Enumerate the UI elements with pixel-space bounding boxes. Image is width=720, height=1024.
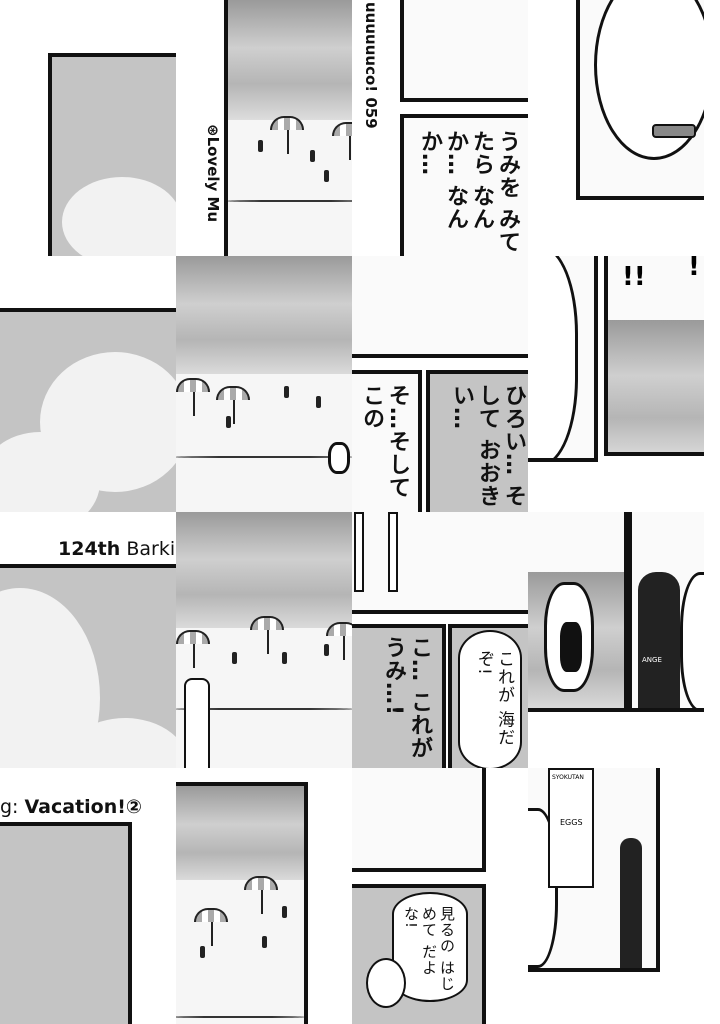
tile-dog-sea: !! ! (528, 256, 704, 512)
sky-panel (0, 564, 176, 768)
sky-panel (0, 308, 176, 512)
chapter-word: Barkin (126, 538, 176, 560)
tote-bag: SYOKUTAN EGGS (548, 768, 594, 888)
tile-dog-man: ANGE (528, 512, 704, 768)
man-in-black-shirt: ANGE (638, 572, 680, 708)
dog-shout-panel (528, 512, 628, 712)
chapter-title: Vacation!② (24, 796, 143, 818)
dog-panel (576, 0, 704, 200)
tile-beach-2 (176, 256, 352, 512)
chapter-heading-start: 124th Barkin (58, 538, 176, 560)
shirt-text: ANGE (642, 656, 662, 664)
legs-panel (352, 512, 528, 614)
tote-text-top: SYOKUTAN (552, 774, 584, 781)
dog-collar (652, 124, 696, 138)
speech-bubble: これが 海だぞ! (458, 630, 522, 768)
exclaim-text-2: ! (688, 256, 700, 282)
man-face (366, 958, 406, 1008)
credit-text: ⊛Lovely Mu (204, 124, 222, 223)
tile-text-1: uuuuuuco! 059 うみを みてたら なんか… なんか… (352, 0, 528, 256)
characters-panel: SYOKUTAN EGGS (528, 768, 660, 972)
boy (620, 838, 642, 968)
dog-body (528, 256, 578, 458)
chapter-number: 124th (58, 538, 121, 560)
tile-chapter-title-1: 124th Barkin (0, 512, 176, 768)
blank-panel (352, 256, 528, 358)
blank-panel (400, 0, 528, 102)
blank-panel (352, 768, 486, 872)
tile-text-4: 見るの はじめて だよな! (352, 768, 528, 1024)
speech-miru-no-hajimete: 見るの はじめて だよな! (402, 906, 456, 992)
dog-side-panel (528, 256, 598, 462)
beach-panel (176, 782, 308, 1024)
tile-characters: SYOKUTAN EGGS (528, 768, 704, 1024)
text-panel: うみを みてたら なんか… なんか… (400, 114, 528, 256)
tile-dog-1 (528, 0, 704, 256)
tile-sky-panel-1 (0, 0, 176, 256)
tote-text-bottom: EGGS (560, 818, 583, 827)
tile-beach-3 (176, 512, 352, 768)
small-dog (328, 442, 350, 474)
tile-text-2: そ…そして この ひろい… そして おおきい… (352, 256, 528, 512)
dog (680, 572, 704, 708)
exclaim-text: !! (622, 262, 646, 292)
series-page-text: uuuuuuco! 059 (362, 2, 380, 129)
sea-panel: !! ! (604, 256, 704, 456)
sky-panel (0, 822, 132, 1024)
text-panel-left: そ…そして この (352, 370, 422, 512)
speech-kore-ga-umi-dazo: これが 海だぞ! (474, 650, 514, 747)
text-panel-right: これが 海だぞ! (448, 624, 528, 768)
chapter-suffix: g: (0, 796, 25, 818)
speech-soshite-kono: そ…そして この (359, 384, 410, 499)
sky-panel (48, 53, 176, 256)
speech-umi-wo-mitetara: うみを みてたら なんか… なんか… (417, 130, 520, 254)
text-panel-left: こ… これが うみ…! (352, 624, 446, 768)
tile-beach-4 (176, 768, 352, 1024)
man-dog-panel: ANGE (628, 512, 704, 712)
man-speech-panel: 見るの はじめて だよな! (352, 884, 486, 1024)
speech-hiroi: ひろい… そして おおきい… (449, 384, 526, 508)
dog-face (594, 0, 704, 160)
tile-text-3: こ… これが うみ…! これが 海だぞ! (352, 512, 528, 768)
text-panel-right: ひろい… そして おおきい… (426, 370, 528, 512)
speech-kore-ga-umi: こ… これが うみ…! (381, 636, 432, 760)
tile-beach-1: ⊛Lovely Mu (176, 0, 352, 256)
tile-chapter-title-2: g: Vacation!② (0, 768, 176, 1024)
chapter-heading-end: g: Vacation!② (0, 796, 142, 818)
beach-panel (224, 0, 352, 256)
tile-sky-panel-2 (0, 256, 176, 512)
person-back (184, 678, 210, 768)
